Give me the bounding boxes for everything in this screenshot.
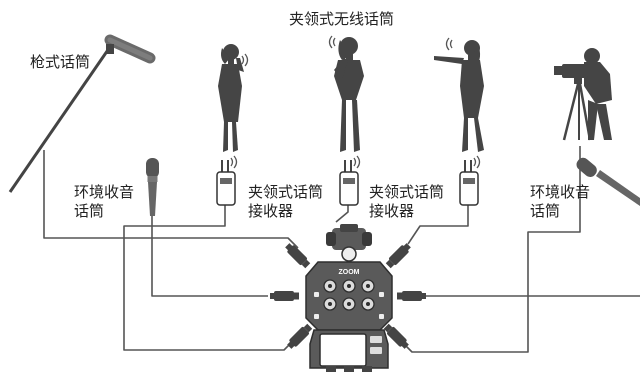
label-shotgun-mic: 枪式话筒 bbox=[30, 53, 91, 71]
cable-ambient-left bbox=[151, 212, 268, 297]
person-1-silhouette bbox=[218, 44, 244, 152]
person-3-wave-icon bbox=[445, 37, 453, 51]
label-ambient-mic-right-2: 话筒 bbox=[530, 202, 561, 220]
label-receiver-1-1: 夹领式话筒 bbox=[248, 183, 324, 201]
label-receiver-1-2: 接收器 bbox=[248, 202, 294, 220]
recorder-brand-text: ZOOM bbox=[339, 269, 360, 276]
ambient-mic-left bbox=[146, 158, 159, 216]
label-ambient-mic-left-1: 环境收音 bbox=[74, 183, 135, 201]
person-1-wave-icon bbox=[241, 53, 249, 67]
label-ambient-mic-left-2: 话筒 bbox=[74, 202, 105, 220]
xlr-left bbox=[270, 291, 299, 301]
label-receiver-2-1: 夹领式话筒 bbox=[369, 183, 445, 201]
cable-receiver-1 bbox=[123, 205, 297, 351]
xlr-upper-right bbox=[384, 241, 413, 270]
ambient-mic-right bbox=[576, 157, 640, 206]
cable-camera bbox=[399, 146, 581, 353]
cable-receiver-3 bbox=[407, 205, 469, 245]
receiver-1 bbox=[216, 155, 238, 206]
person-2-wave-icon bbox=[328, 35, 336, 49]
receiver-2 bbox=[339, 155, 361, 206]
zoom-recorder bbox=[305, 224, 393, 372]
xlr-right bbox=[397, 291, 426, 301]
label-receiver-2-2: 接收器 bbox=[369, 202, 415, 220]
cables bbox=[43, 146, 640, 353]
label-lav-wireless-mic: 夹领式无线话筒 bbox=[289, 10, 395, 28]
receiver-3 bbox=[459, 155, 481, 206]
shotgun-microphone bbox=[8, 34, 156, 193]
person-2-silhouette bbox=[334, 37, 364, 152]
cable-receiver-2 bbox=[335, 205, 349, 223]
xlr-lower-left bbox=[285, 322, 314, 351]
person-3-silhouette bbox=[434, 40, 484, 152]
camera-operator-silhouette bbox=[554, 48, 612, 141]
label-ambient-mic-right-1: 环境收音 bbox=[530, 183, 591, 201]
xlr-upper-left bbox=[283, 241, 312, 270]
cable-shotgun bbox=[43, 150, 299, 249]
